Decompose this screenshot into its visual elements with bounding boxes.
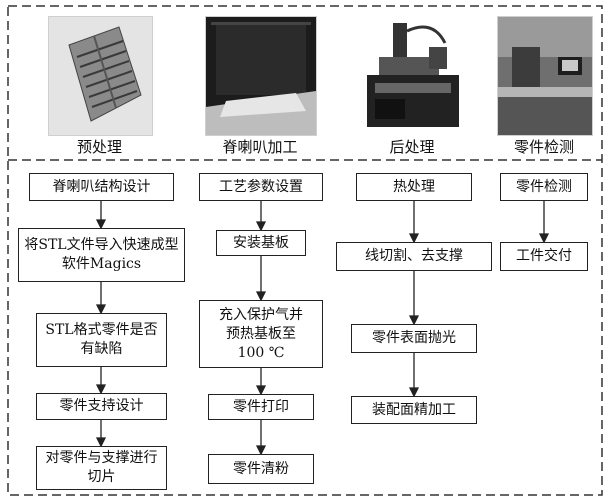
step-mating-surface-finishing: 装配面精加工 xyxy=(351,396,477,424)
step-workpiece-delivery: 工件交付 xyxy=(500,242,588,271)
step-import-magics: 将STL文件导入快速成型软件Magics xyxy=(18,228,185,282)
outer-dashed-frame xyxy=(7,5,603,496)
step-slicing: 对零件与支撑进行切片 xyxy=(36,446,167,490)
step-heat-treatment: 热处理 xyxy=(356,173,472,201)
lattice-part-image xyxy=(49,17,152,135)
printer-chamber-image xyxy=(206,17,316,135)
step-install-substrate: 安装基板 xyxy=(216,230,306,256)
step-support-design: 零件支持设计 xyxy=(36,393,167,420)
preprocess-photo xyxy=(48,16,153,136)
stage-label-inspection: 零件检测 xyxy=(513,138,574,156)
inspection-photo xyxy=(497,16,593,136)
stage-label-machining: 脊喇叭加工 xyxy=(222,138,298,156)
connectors xyxy=(95,201,550,456)
step-powder-cleaning: 零件清粉 xyxy=(208,454,314,484)
inspection-lab-image xyxy=(498,17,592,135)
step-wire-cut-remove-support: 线切割、去支撑 xyxy=(336,242,492,271)
step-surface-polishing: 零件表面抛光 xyxy=(351,324,477,353)
machining-photo xyxy=(205,16,317,136)
step-part-printing: 零件打印 xyxy=(208,394,314,420)
edm-machine-image xyxy=(353,17,473,135)
step-shield-gas-preheat: 充入保护气并预热基板至100 ℃ xyxy=(199,300,323,368)
step-stl-defect-check: STL格式零件是否有缺陷 xyxy=(36,313,167,367)
step-process-params: 工艺参数设置 xyxy=(199,173,323,201)
step-horn-design: 脊喇叭结构设计 xyxy=(29,173,174,201)
stage-label-postprocess: 后处理 xyxy=(389,138,435,156)
stage-label-preprocess: 预处理 xyxy=(76,138,122,156)
postprocess-photo xyxy=(352,16,474,136)
step-part-inspection: 零件检测 xyxy=(500,173,588,201)
